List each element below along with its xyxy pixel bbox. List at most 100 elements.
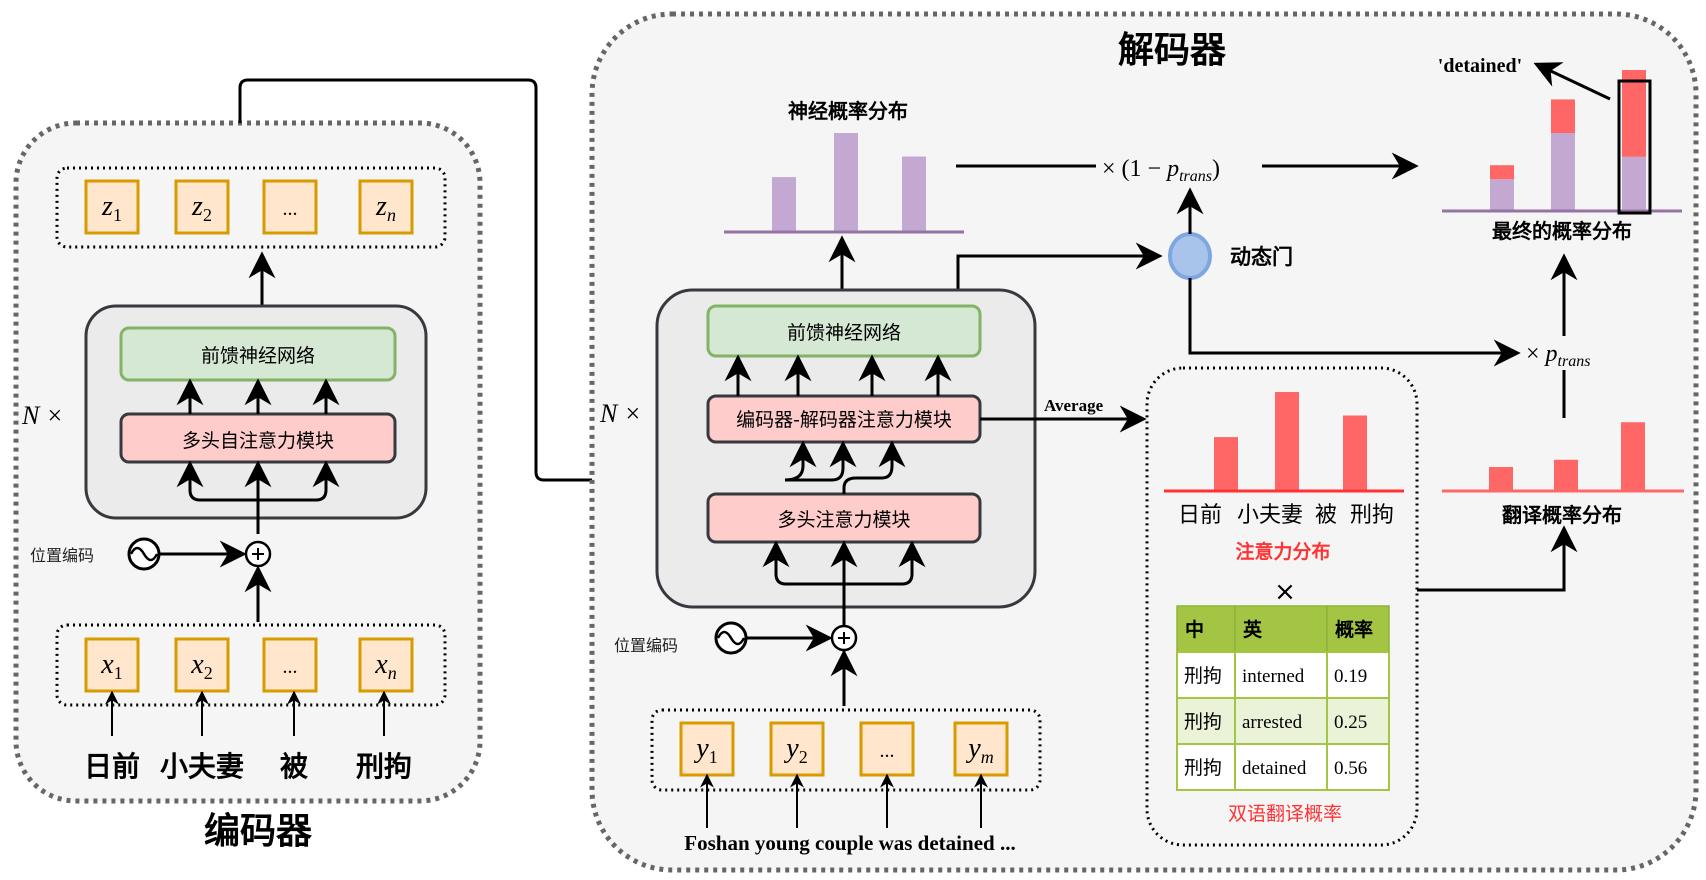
encoder-input-token-label: x1: [100, 649, 122, 683]
final-bar-neural: [1490, 179, 1514, 210]
table-cell: 0.56: [1334, 758, 1367, 779]
copy-mechanism-group: [1145, 366, 1419, 847]
encoder-input-token-label: ...: [283, 656, 298, 678]
encoder-input-token: xn: [358, 637, 414, 693]
average-label: Average: [1044, 396, 1104, 415]
attention-category-label: 刑拘: [1350, 503, 1394, 528]
table-cell: detained: [1242, 758, 1307, 779]
final-bar-translation: [1490, 165, 1514, 180]
target-sentence: Foshan young couple was detained ...: [684, 831, 1015, 855]
table-header-cell: [1326, 605, 1390, 653]
translation-distribution-chart: [1489, 422, 1645, 490]
arrow-to-selected-word: [1533, 62, 1611, 101]
encoder-repeat-label: N ×: [21, 401, 63, 430]
final-dist-title: 最终的概率分布: [1492, 219, 1632, 243]
decoder-ffn-block: [706, 304, 982, 358]
encoder-pos-encoding-label: 位置编码: [30, 546, 94, 565]
attention-bar: [1214, 437, 1238, 490]
encoder-output-token-label: ...: [283, 198, 298, 220]
decoder-ffn-label: 前馈神经网络: [787, 322, 901, 344]
table-cell: 0.25: [1334, 712, 1367, 733]
attention-categories: 日前小夫妻被刑拘: [1178, 503, 1394, 528]
table-cell: interned: [1242, 666, 1305, 687]
table-cell: 刑拘: [1184, 757, 1222, 779]
decoder-input-group: [650, 708, 1042, 792]
final-bar-translation: [1551, 99, 1575, 133]
encoder-output-token-label: z1: [101, 191, 122, 225]
table-header-label: 中: [1185, 618, 1204, 641]
encoder-output-token: z1: [84, 179, 140, 235]
decoder-container: [589, 11, 1699, 873]
final-distribution-chart: [1490, 70, 1646, 210]
final-bar-translation: [1622, 70, 1646, 157]
encoder-input-token: ...: [262, 637, 318, 693]
encoder-output-token-label: zn: [375, 191, 396, 225]
table-row: 刑拘 interned 0.19: [1176, 651, 1390, 699]
encoder-internal-arrows: [176, 378, 340, 534]
neural-bar: [902, 156, 926, 231]
encoder-input-tokens: x1 x2... xn: [84, 637, 414, 693]
source-token: 刑拘: [356, 750, 412, 783]
encoder-input-token: x2: [174, 637, 230, 693]
neural-distribution-chart: [772, 133, 926, 231]
decoder-input-tokens: y1 y2... ym: [679, 721, 1009, 828]
encoder-output-token: z2: [174, 179, 230, 235]
table-cell: 刑拘: [1184, 711, 1222, 733]
gate-label: 动态门: [1230, 245, 1293, 269]
attention-category-label: 被: [1315, 503, 1337, 528]
dynamic-gate-icon[interactable]: [1168, 232, 1212, 280]
encoder-output-group: [55, 166, 447, 249]
decoder-input-token: ym: [953, 721, 1009, 777]
decoder-cross-attention-label: 编码器-解码器注意力模块: [736, 409, 952, 431]
source-token: 小夫妻: [160, 750, 244, 783]
attention-dist-title: 注意力分布: [1235, 540, 1330, 563]
encoder-input-token-label: x2: [190, 649, 212, 683]
table-header-label: 英: [1243, 618, 1263, 641]
table-header-cell: [1234, 605, 1328, 653]
arrow-gate-to-trans-factor: [1188, 278, 1521, 367]
final-bar-neural: [1622, 156, 1646, 210]
table-header-label: 概率: [1335, 618, 1373, 641]
translation-bar: [1621, 422, 1645, 490]
source-tokens: 日前小夫妻被刑拘: [84, 690, 412, 783]
encoder-title: 编码器: [204, 811, 313, 852]
encoder-output-token: ...: [262, 179, 318, 235]
arrow-table-to-trans-dist: [1417, 525, 1578, 592]
sine-wave-icon: [127, 537, 161, 571]
decoder-input-token-label: y2: [783, 733, 807, 767]
decoder-title: 解码器: [1118, 30, 1227, 71]
neural-dist-title: 神经概率分布: [788, 99, 908, 123]
final-bar-neural: [1551, 133, 1575, 210]
translation-table-title: 双语翻译概率: [1228, 803, 1342, 825]
translation-bar: [1554, 459, 1578, 490]
table-cell: 0.19: [1334, 666, 1367, 687]
encoder-input-token-label: xn: [374, 649, 396, 683]
decoder-input-token-label: ...: [880, 740, 895, 762]
encoder-attention-label: 多头自注意力模块: [182, 430, 334, 452]
table-header-cell: [1176, 605, 1236, 653]
decoder-input-token: y2: [769, 721, 825, 777]
decoder-repeat-label: N ×: [599, 399, 641, 428]
decoder-internal-arrows: [724, 354, 952, 660]
trans-factor-label: × ptrans: [1526, 341, 1590, 370]
decoder-input-token-label: ym: [965, 733, 993, 767]
encoder-input-token: x1: [84, 637, 140, 693]
decoder-pos-encoding-label: 位置编码: [614, 636, 678, 655]
decoder-self-attention-label: 多头注意力模块: [777, 509, 910, 531]
decoder-input-token-label: y1: [693, 733, 717, 767]
selected-word-highlight[interactable]: [1617, 79, 1652, 215]
neural-factor-label: × (1 − ptrans): [1102, 156, 1220, 185]
neural-bar: [834, 133, 858, 231]
attention-bar: [1343, 415, 1367, 490]
encoder-output-token-label: z2: [191, 191, 212, 225]
add-icon: [830, 624, 858, 652]
encoder-input-group: [55, 623, 447, 707]
attention-distribution-chart: [1214, 392, 1367, 490]
attention-category-label: 小夫妻: [1237, 503, 1303, 528]
source-token: 被: [280, 750, 308, 783]
attention-bar: [1275, 392, 1299, 490]
table-cell: 刑拘: [1184, 665, 1222, 687]
